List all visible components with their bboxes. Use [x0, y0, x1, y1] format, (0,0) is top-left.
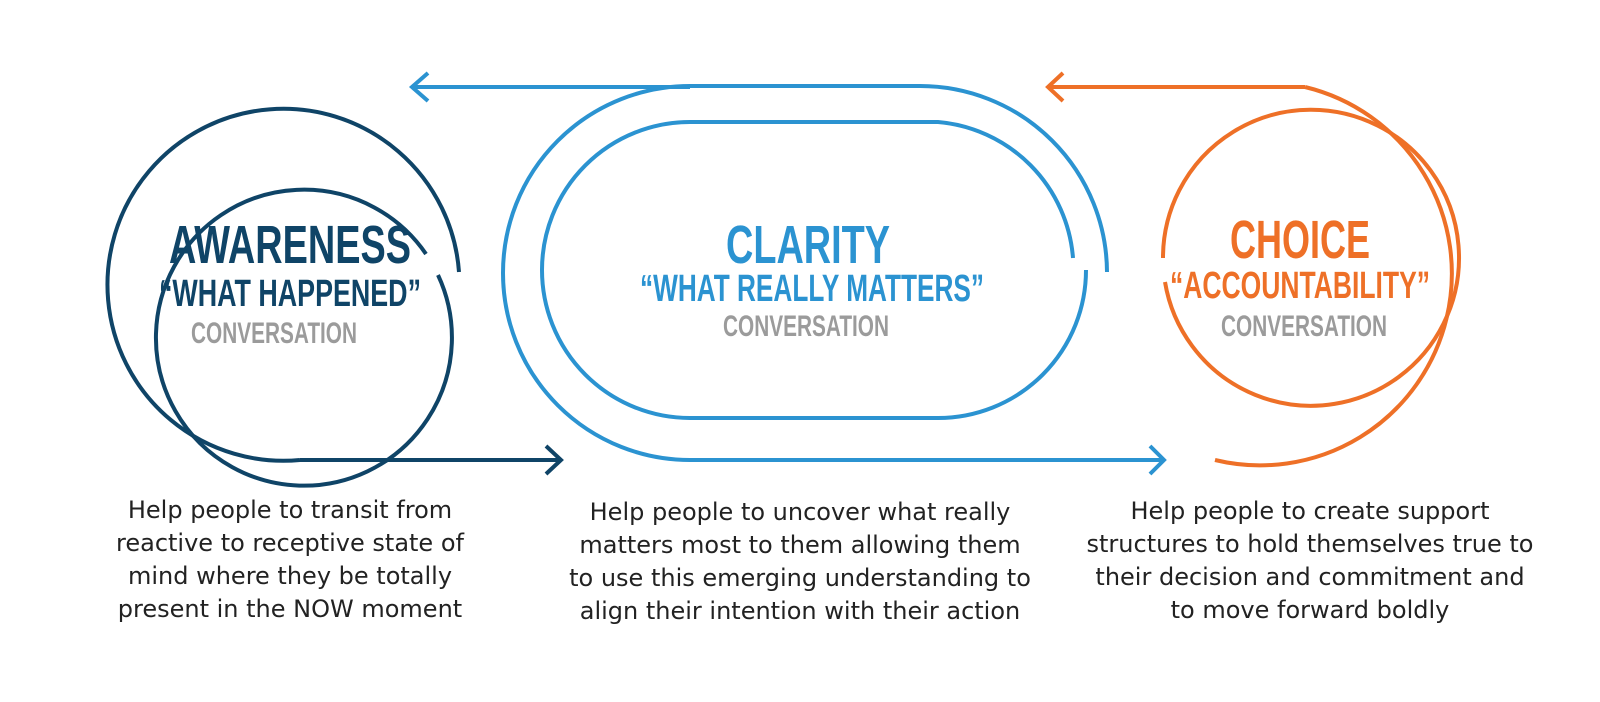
description-line: matters most to them allowing them [579, 531, 1021, 559]
awareness-inner-arc [153, 187, 454, 488]
description-line: mind where they be totally [127, 562, 453, 590]
clarity-title: CLARITY [726, 215, 890, 275]
arrow-left-icon [408, 71, 430, 103]
awareness-title: AWARENESS [169, 215, 411, 275]
awareness-description: Help people to transit from reactive to … [90, 494, 490, 626]
arrow-right-icon [1148, 444, 1167, 476]
description-line: to use this emerging understanding to [569, 564, 1031, 592]
awareness-outer-loop [105, 106, 461, 463]
arrow-left-icon [1045, 71, 1065, 103]
clarity-inner-arc [540, 120, 1088, 420]
description-line: Help people to transit from [127, 496, 453, 524]
description-line: align their intention with their action [579, 597, 1021, 625]
clarity-label: CONVERSATION [723, 310, 889, 343]
clarity-stage [408, 71, 1167, 476]
description-line: Help people to create support [1130, 497, 1490, 525]
awareness-stage [105, 106, 564, 488]
choice-stage [1045, 71, 1461, 468]
arrow-right-icon [544, 444, 564, 476]
description-line: present in the NOW moment [117, 595, 463, 623]
choice-title: CHOICE [1230, 210, 1370, 270]
description-line: reactive to receptive state of [116, 529, 464, 557]
description-line: their decision and commitment and [1095, 563, 1525, 591]
choice-description: Help people to create support structures… [1070, 495, 1550, 627]
choice-subtitle: “ACCOUNTABILITY” [1170, 265, 1430, 307]
clarity-outer-loop [501, 84, 1163, 462]
description-line: to move forward boldly [1170, 596, 1450, 624]
awareness-subtitle: “WHAT HAPPENED” [159, 273, 421, 315]
clarity-description: Help people to uncover what really matte… [550, 496, 1050, 628]
awareness-label: CONVERSATION [191, 317, 357, 350]
choice-label: CONVERSATION [1221, 310, 1387, 343]
description-line: structures to hold themselves true to [1086, 530, 1534, 558]
description-line: Help people to uncover what really [589, 498, 1011, 526]
clarity-subtitle: “WHAT REALLY MATTERS” [640, 268, 984, 310]
choice-inner-arc [1161, 107, 1461, 408]
